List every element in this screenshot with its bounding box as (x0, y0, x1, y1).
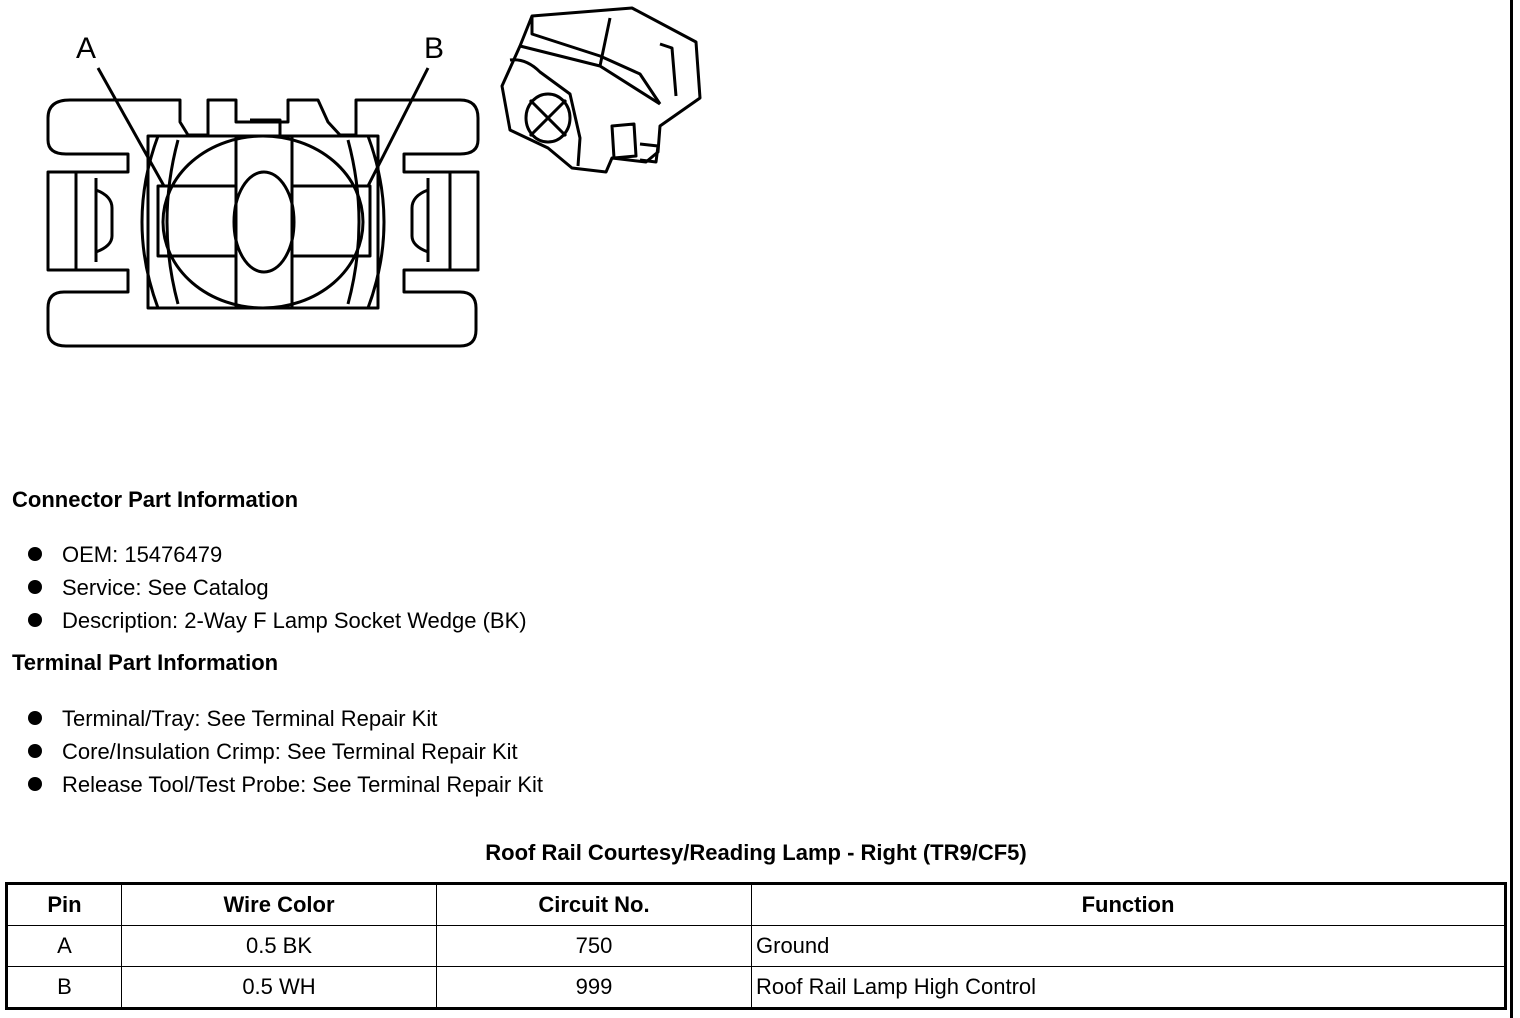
cell-function: Ground (751, 925, 1506, 967)
list-item: Service: See Catalog (28, 571, 527, 604)
connector-info-list: OEM: 15476479 Service: See Catalog Descr… (28, 538, 527, 637)
header-wire-color: Wire Color (121, 883, 437, 926)
list-item: Release Tool/Test Probe: See Terminal Re… (28, 768, 543, 801)
connector-perspective-view (500, 6, 702, 174)
right-lock-window (410, 172, 452, 270)
list-item: OEM: 15476479 (28, 538, 527, 571)
cell-wire-color: 0.5 BK (121, 925, 437, 967)
header-function: Function (751, 883, 1506, 926)
bullet-icon (28, 580, 42, 594)
pin-label-b: B (424, 32, 444, 65)
terminal-a-blade (156, 184, 238, 258)
center-socket (161, 134, 365, 310)
cell-circuit-no: 999 (436, 966, 752, 1009)
cell-circuit-no: 750 (436, 925, 752, 967)
connector-housing-outline (46, 98, 480, 348)
terminal-b-arc (366, 135, 386, 309)
leader-line-a (96, 67, 166, 187)
pinout-table: Pin Wire Color Circuit No. Function A 0.… (5, 882, 1507, 1010)
bullet-icon (28, 547, 42, 561)
list-item: Description: 2-Way F Lamp Socket Wedge (… (28, 604, 527, 637)
table-header-row: Pin Wire Color Circuit No. Function (6, 883, 1506, 926)
bullet-icon (28, 744, 42, 758)
bullet-icon (28, 777, 42, 791)
connector-info-title: Connector Part Information (12, 487, 299, 512)
cell-function: Roof Rail Lamp High Control (751, 966, 1506, 1009)
terminal-info-list: Terminal/Tray: See Terminal Repair Kit C… (28, 702, 543, 801)
cell-pin: B (6, 966, 122, 1009)
list-item: Core/Insulation Crimp: See Terminal Repa… (28, 735, 543, 768)
header-pin: Pin (6, 883, 122, 926)
inner-cavity (146, 134, 380, 310)
terminal-info-title: Terminal Part Information (12, 650, 279, 675)
left-lock-window (74, 172, 114, 270)
cell-wire-color: 0.5 WH (121, 966, 437, 1009)
table-row: A 0.5 BK 750 Ground (6, 925, 1506, 967)
bullet-icon (28, 613, 42, 627)
pinout-table-title: Roof Rail Courtesy/Reading Lamp - Right … (485, 840, 1027, 865)
terminal-a-arc (140, 135, 160, 309)
table-row: B 0.5 WH 999 Roof Rail Lamp High Control (6, 966, 1506, 1009)
bullet-icon (28, 711, 42, 725)
header-circuit-no: Circuit No. (436, 883, 752, 926)
pin-label-a: A (76, 32, 96, 65)
cell-pin: A (6, 925, 122, 967)
leader-line-b (366, 67, 430, 187)
page-right-border (1510, 0, 1513, 1018)
connector-diagram: A B (46, 6, 702, 348)
list-item: Terminal/Tray: See Terminal Repair Kit (28, 702, 543, 735)
